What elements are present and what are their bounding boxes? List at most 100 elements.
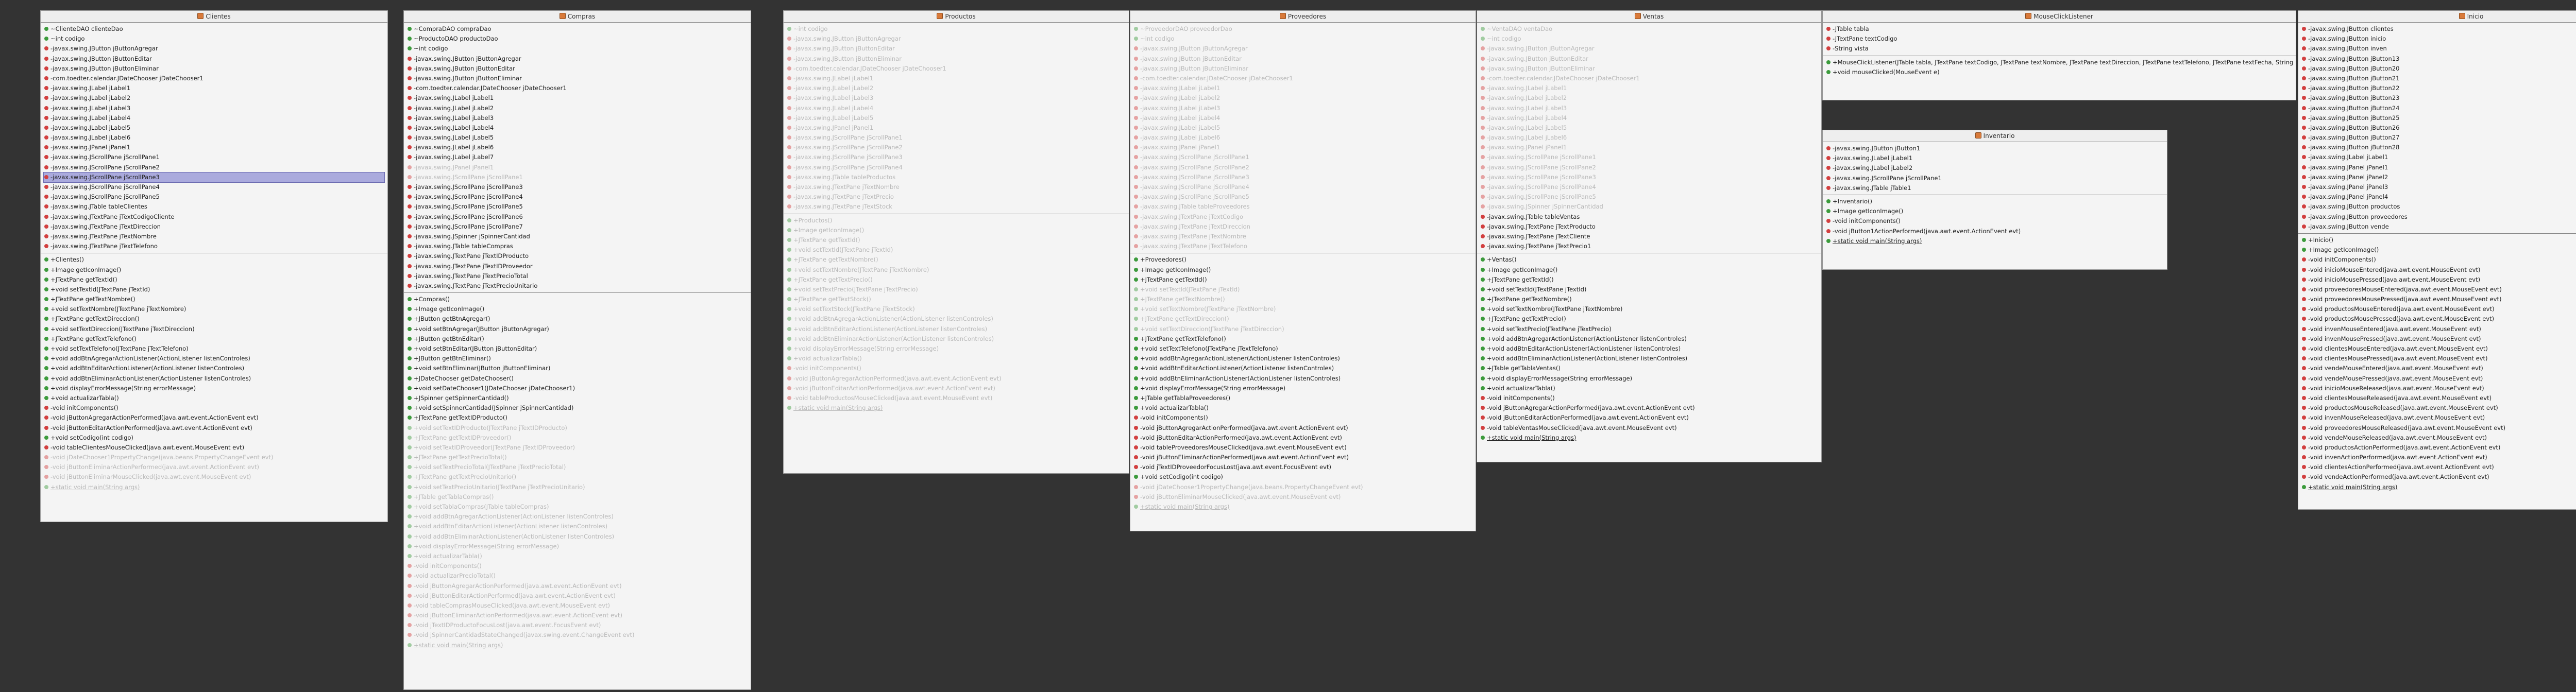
field-row[interactable]: -javax.swing.JScrollPane jScrollPane5 [44, 192, 384, 202]
method-row[interactable]: +void addBtnEditarActionListener(ActionL… [1480, 344, 1818, 354]
method-row[interactable]: +void setTablaCompras(JTable tableCompra… [407, 502, 748, 512]
method-row[interactable]: +JTextPane getTextStock() [787, 295, 1126, 304]
method-row[interactable]: +void addBtnEditarActionListener(ActionL… [44, 364, 384, 373]
method-row[interactable]: +void setTextId(JTextPane jTextId) [44, 285, 384, 295]
class-title[interactable]: Clientes [41, 11, 387, 23]
method-row[interactable]: +JTextPane getTextPrecio() [787, 275, 1126, 285]
field-row[interactable]: -javax.swing.JScrollPane jScrollPane2 [787, 143, 1126, 152]
method-row[interactable]: +void setTextStock(JTextPane jTextStock) [787, 304, 1126, 314]
field-row[interactable]: -javax.swing.JButton jButtonEliminar [1480, 64, 1818, 74]
field-row[interactable]: -javax.swing.JScrollPane jScrollPane4 [44, 182, 384, 192]
method-row[interactable]: +void setCodigo(int codigo) [44, 433, 384, 443]
method-row[interactable]: +Ventas() [1480, 255, 1818, 265]
field-row[interactable]: -javax.swing.JTable tableClientes [44, 202, 384, 212]
method-row[interactable]: -void jButtonAgregarActionPerformed(java… [1133, 423, 1472, 433]
field-row[interactable]: -javax.swing.JLabel jLabel3 [1480, 103, 1818, 113]
method-row[interactable]: +void addBtnAgregarActionListener(Action… [787, 314, 1126, 324]
method-row[interactable]: +void displayErrorMessage(String errorMe… [407, 542, 748, 551]
method-row[interactable]: +Image getIconImage() [44, 265, 384, 275]
method-row[interactable]: +void setSpinnerCantidad(JSpinner jSpinn… [407, 403, 748, 413]
field-row[interactable]: -javax.swing.JLabel jLabel4 [44, 113, 384, 123]
method-row[interactable]: +Proveedores() [1133, 255, 1472, 265]
method-row[interactable]: +void setTextNombre(JTextPane jTextNombr… [1133, 304, 1472, 314]
method-row[interactable]: +JTextPane getTextPrecioUnitario() [407, 472, 748, 482]
field-row[interactable]: -javax.swing.JScrollPane jScrollPane6 [407, 212, 748, 222]
field-row[interactable]: -javax.swing.JButton jButton1 [1826, 144, 2164, 153]
method-row[interactable]: +Inicio() [2301, 235, 2576, 245]
field-row[interactable]: -javax.swing.JLabel jLabel4 [1480, 113, 1818, 123]
method-row[interactable]: -void jButtonAgregarActionPerformed(java… [1480, 403, 1818, 413]
field-row[interactable]: ~ProductoDAO productoDao [407, 34, 748, 44]
field-row[interactable]: -com.toedter.calendar.JDateChooser jDate… [44, 74, 384, 83]
field-row[interactable]: -javax.swing.JScrollPane jScrollPane7 [407, 222, 748, 232]
method-row[interactable]: +JButton getBtnAgregar() [407, 314, 748, 324]
method-row[interactable]: +void setTextNombre(JTextPane jTextNombr… [44, 304, 384, 314]
field-row[interactable]: -javax.swing.JLabel jLabel5 [407, 133, 748, 143]
field-row[interactable]: -javax.swing.JScrollPane jScrollPane2 [1480, 163, 1818, 172]
method-row[interactable]: +void setTextPrecioTotal(JTextPane jText… [407, 462, 748, 472]
method-row[interactable]: -void jTextIDProveedorFocusLost(java.awt… [1133, 462, 1472, 472]
field-row[interactable]: -javax.swing.JScrollPane jScrollPane1 [787, 133, 1126, 143]
method-row[interactable]: -void invenMousePressed(java.awt.event.M… [2301, 334, 2576, 344]
field-row[interactable]: -javax.swing.JButton jButtonEliminar [787, 54, 1126, 64]
method-row[interactable]: -void jButtonEliminarActionPerformed(jav… [44, 462, 384, 472]
method-row[interactable]: -void jTextIDProductoFocusLost(java.awt.… [407, 620, 748, 630]
field-row[interactable]: -javax.swing.JLabel jLabel5 [1480, 123, 1818, 133]
method-row[interactable]: +JSpinner getSpinnerCantidad() [407, 393, 748, 403]
field-row[interactable]: -javax.swing.JButton jButtonAgregar [1480, 44, 1818, 54]
method-row[interactable]: -void invenActionPerformed(java.awt.even… [2301, 453, 2576, 462]
method-row[interactable]: -void invenMouseEntered(java.awt.event.M… [2301, 324, 2576, 334]
field-row[interactable]: -javax.swing.JLabel jLabel5 [1133, 123, 1472, 133]
field-row[interactable]: -javax.swing.JPanel jPanel1 [407, 163, 748, 172]
method-row[interactable]: +JTextPane getTextNombre() [1480, 295, 1818, 304]
method-row[interactable]: +Inventario() [1826, 197, 2164, 206]
method-row[interactable]: +JTextPane getTextTelefono() [1133, 334, 1472, 344]
field-row[interactable]: -javax.swing.JScrollPane jScrollPane5 [407, 202, 748, 212]
method-row[interactable]: +void setTextPrecio(JTextPane jTextPreci… [787, 285, 1126, 295]
field-row[interactable]: -javax.swing.JScrollPane jScrollPane4 [787, 163, 1126, 172]
method-row[interactable]: +void setTextDireccion(JTextPane jTextDi… [44, 324, 384, 334]
method-row[interactable]: +void setTextId(JTextPane jTextId) [1133, 285, 1472, 295]
method-row[interactable]: +JTextPane getTextPrecioTotal() [407, 453, 748, 462]
method-row[interactable]: +static void main(String args) [1826, 236, 2164, 246]
method-row[interactable]: -void tableClientesMouseClicked(java.awt… [44, 443, 384, 453]
method-row[interactable]: -void initComponents() [1826, 216, 2164, 226]
method-row[interactable]: +void displayErrorMessage(String errorMe… [1480, 374, 1818, 384]
field-row[interactable]: -javax.swing.JPanel jPanel1 [2301, 163, 2576, 172]
method-row[interactable]: -void jButtonEditarActionPerformed(java.… [787, 384, 1126, 393]
method-row[interactable]: -void clientesMousePressed(java.awt.even… [2301, 354, 2576, 364]
field-row[interactable]: -javax.swing.JButton jButtonAgregar [407, 54, 748, 64]
field-row[interactable]: -javax.swing.JScrollPane jScrollPane1 [1826, 174, 2164, 183]
method-row[interactable]: +void addBtnEditarActionListener(ActionL… [407, 522, 748, 531]
field-row[interactable]: ~int codigo [1133, 34, 1472, 44]
field-row[interactable]: -javax.swing.JLabel jLabel1 [1826, 153, 2164, 163]
method-row[interactable]: -void vendeMousePressed(java.awt.event.M… [2301, 374, 2576, 384]
field-row[interactable]: -javax.swing.JScrollPane jScrollPane1 [44, 152, 384, 162]
method-row[interactable]: -void initComponents() [787, 364, 1126, 373]
field-row[interactable]: -javax.swing.JScrollPane jScrollPane2 [44, 163, 384, 172]
field-row[interactable]: -javax.swing.JButton jButtonEditar [1133, 54, 1472, 64]
method-row[interactable]: -void jButtonAgregarActionPerformed(java… [407, 581, 748, 591]
method-row[interactable]: +void addBtnEliminarActionListener(Actio… [787, 334, 1126, 344]
field-row[interactable]: -javax.swing.JTable tableProductos [787, 172, 1126, 182]
method-row[interactable]: +static void main(String args) [1480, 433, 1818, 443]
field-row[interactable]: -javax.swing.JLabel jLabel2 [44, 93, 384, 103]
field-row[interactable]: -javax.swing.JButton clientes [2301, 24, 2576, 34]
method-row[interactable]: +Image getIconImage() [787, 226, 1126, 235]
field-row[interactable]: -com.toedter.calendar.JDateChooser jDate… [1480, 74, 1818, 83]
field-row[interactable]: -javax.swing.JLabel jLabel7 [407, 152, 748, 162]
method-row[interactable]: +JTable getTablaCompras() [407, 492, 748, 502]
method-row[interactable]: -void vendeMouseEntered(java.awt.event.M… [2301, 364, 2576, 373]
field-row[interactable]: -javax.swing.JScrollPane jScrollPane5 [1133, 192, 1472, 202]
method-row[interactable]: -void productosActionPerformed(java.awt.… [2301, 443, 2576, 453]
field-row[interactable]: -javax.swing.JSpinner jSpinnerCantidad [1480, 202, 1818, 212]
method-row[interactable]: +void addBtnEditarActionListener(ActionL… [1133, 364, 1472, 373]
field-row[interactable]: -javax.swing.JButton jButtonAgregar [787, 34, 1126, 44]
field-row[interactable]: -javax.swing.JButton jButton26 [2301, 123, 2576, 133]
method-row[interactable]: -void proveedoresMouseEntered(java.awt.e… [2301, 285, 2576, 295]
method-row[interactable]: +static void main(String args) [787, 403, 1126, 413]
field-row[interactable]: -javax.swing.JScrollPane jScrollPane5 [1480, 192, 1818, 202]
field-row[interactable]: -javax.swing.JTextPane jTextDireccion [1133, 222, 1472, 232]
method-row[interactable]: +Image getIconImage() [407, 304, 748, 314]
method-row[interactable]: +Image getIconImage() [1480, 265, 1818, 275]
